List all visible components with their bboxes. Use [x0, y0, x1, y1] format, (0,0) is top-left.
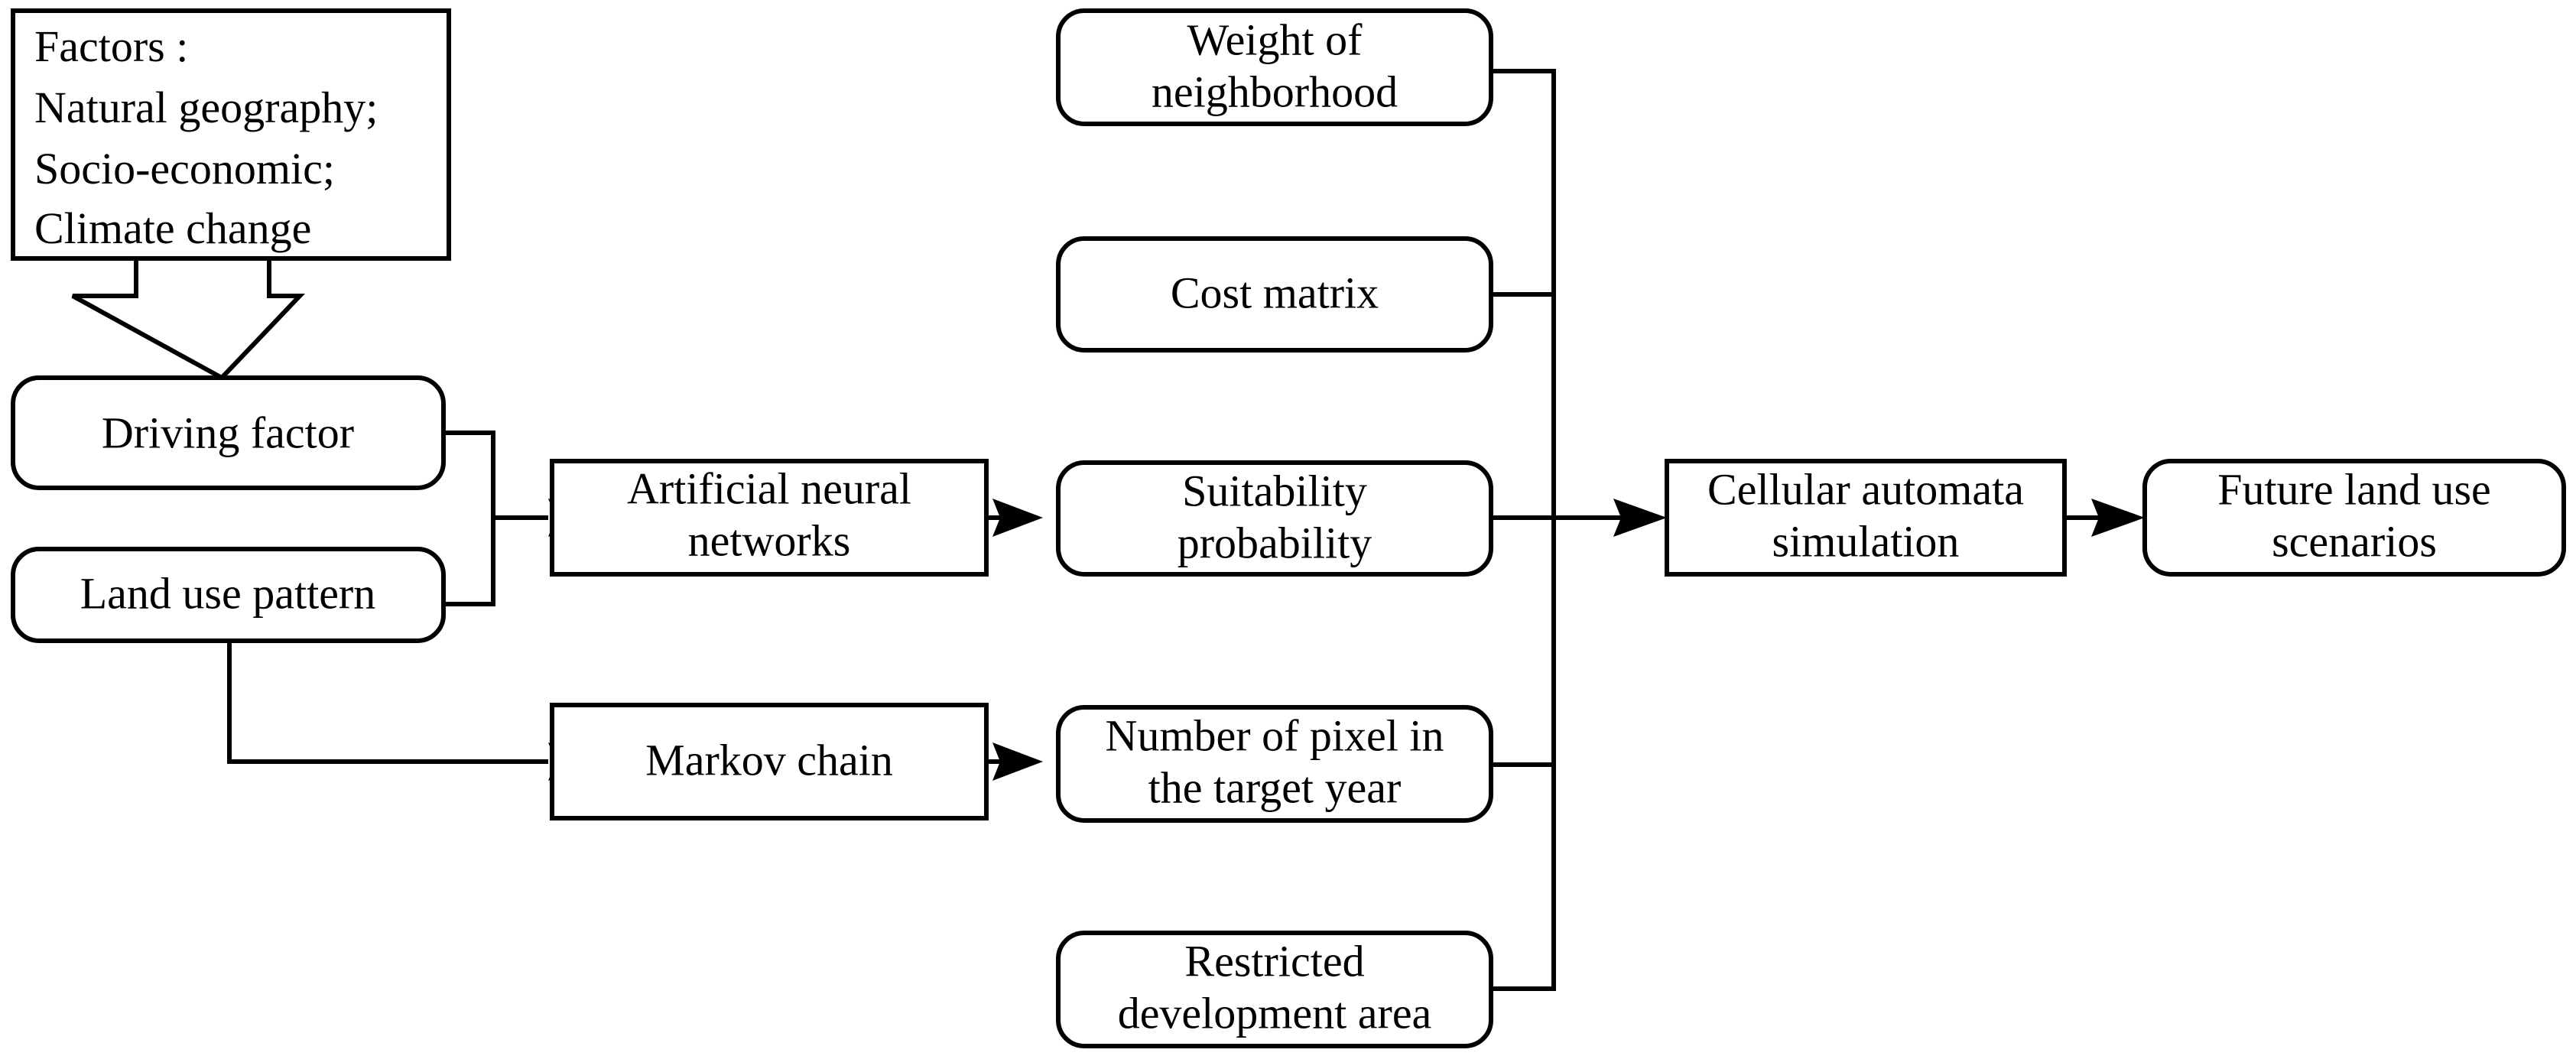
node-driving-factor[interactable]: Driving factor: [11, 375, 446, 490]
factors-line-1: Factors :: [34, 21, 188, 71]
connector-right-bus: [1491, 69, 1556, 991]
restricted-development-area-line-1: Restricted: [1184, 936, 1364, 986]
number-of-pixel-line-1: Number of pixel in: [1106, 710, 1444, 760]
connector-driving-factor-to-ann: [443, 431, 548, 520]
factors-line-2: Natural geography;: [34, 83, 378, 132]
node-factors-box[interactable]: Factors : Natural geography; Socio-econo…: [11, 8, 451, 261]
node-suitability-probability[interactable]: Suitability probability: [1056, 460, 1493, 577]
node-markov-chain[interactable]: Markov chain: [550, 703, 989, 820]
artificial-neural-networks-rect[interactable]: [550, 459, 989, 577]
node-number-of-pixel[interactable]: Number of pixel in the target year: [1056, 705, 1493, 823]
connector-factors-to-driving-factor: [71, 258, 306, 381]
future-land-use-scenarios-line-1: Future land use: [2217, 464, 2491, 514]
connector-land-use-pattern-to-ann: [443, 518, 495, 606]
arrowhead-into-cellular-automata: [1613, 499, 1667, 537]
suitability-probability-rect[interactable]: [1056, 460, 1493, 577]
cellular-automata-simulation-rect[interactable]: [1665, 459, 2067, 577]
suitability-probability-line-1: Suitability: [1182, 466, 1367, 515]
land-use-pattern-rect[interactable]: [11, 547, 446, 643]
node-cellular-automata-simulation[interactable]: Cellular automata simulation: [1665, 459, 2067, 577]
cost-matrix-label: Cost matrix: [1171, 268, 1379, 317]
weight-of-neighborhood-rect[interactable]: [1056, 8, 1493, 126]
node-cost-matrix[interactable]: Cost matrix: [1056, 236, 1493, 353]
restricted-development-area-line-2: development area: [1118, 988, 1432, 1038]
weight-of-neighborhood-line-1: Weight of: [1187, 15, 1363, 64]
future-land-use-scenarios-rect[interactable]: [2142, 459, 2566, 577]
number-of-pixel-line-2: the target year: [1148, 762, 1402, 812]
future-land-use-scenarios-line-2: scenarios: [2272, 516, 2437, 566]
node-restricted-development-area[interactable]: Restricted development area: [1056, 931, 1493, 1048]
factors-line-4: Climate change: [34, 203, 311, 253]
artificial-neural-networks-line-2: networks: [688, 515, 851, 565]
cost-matrix-rect[interactable]: [1056, 236, 1493, 353]
cellular-automata-simulation-line-2: simulation: [1772, 516, 1960, 566]
cellular-automata-simulation-line-1: Cellular automata: [1707, 464, 2024, 514]
suitability-probability-line-2: probability: [1178, 518, 1372, 567]
arrowhead-into-number-of-pixel: [992, 742, 1043, 781]
node-weight-of-neighborhood[interactable]: Weight of neighborhood: [1056, 8, 1493, 126]
arrowhead-into-future-scenarios: [2091, 499, 2145, 537]
connector-land-use-pattern-to-markov-chain: [227, 641, 548, 764]
driving-factor-rect[interactable]: [11, 375, 446, 490]
factors-box-rect[interactable]: [11, 8, 451, 261]
node-artificial-neural-networks[interactable]: Artificial neural networks: [550, 459, 989, 577]
number-of-pixel-rect[interactable]: [1056, 705, 1493, 823]
artificial-neural-networks-line-1: Artificial neural: [627, 463, 911, 513]
arrowhead-into-suitability-probability: [992, 499, 1043, 537]
node-future-land-use-scenarios[interactable]: Future land use scenarios: [2142, 459, 2566, 577]
factors-line-3: Socio-economic;: [34, 144, 335, 193]
restricted-development-area-rect[interactable]: [1056, 931, 1493, 1048]
node-land-use-pattern[interactable]: Land use pattern: [11, 547, 446, 643]
weight-of-neighborhood-line-2: neighborhood: [1152, 67, 1398, 116]
markov-chain-label: Markov chain: [645, 735, 893, 785]
markov-chain-rect[interactable]: [550, 703, 989, 820]
land-use-pattern-label: Land use pattern: [80, 568, 376, 618]
driving-factor-label: Driving factor: [102, 408, 354, 457]
